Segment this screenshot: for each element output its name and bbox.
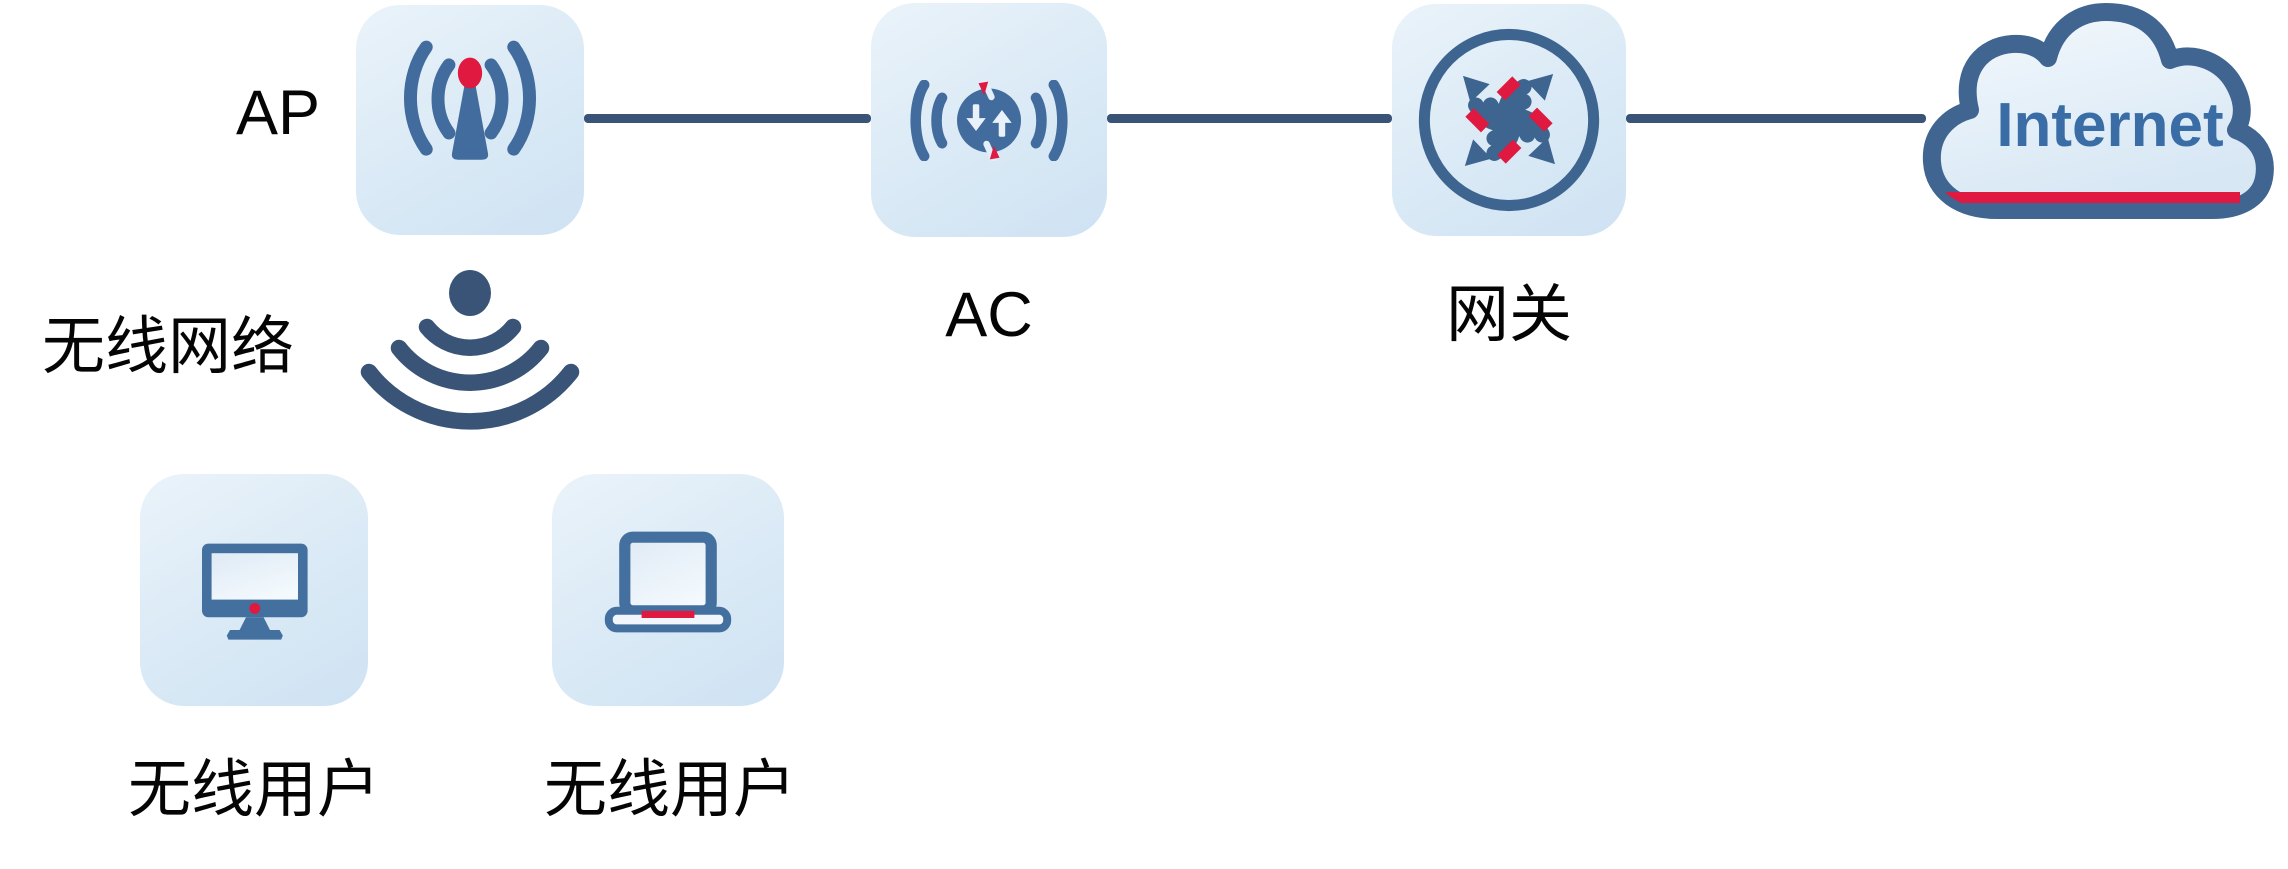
access-controller-sync-icon <box>910 79 1068 161</box>
ac-down-arrow-shaft <box>972 103 980 119</box>
ac-up-arrow-head <box>992 109 1012 123</box>
ac-up-arrow-shaft <box>998 121 1006 137</box>
wireless-user-label-2: 无线用户 <box>544 755 796 825</box>
wifi-broadcast-icon <box>360 270 580 430</box>
ac-tile <box>871 3 1107 237</box>
wifi-dot <box>449 270 491 316</box>
gateway-tile <box>1392 4 1626 236</box>
internet-cloud: Internet <box>1922 3 2274 219</box>
monitor-neck <box>239 617 270 630</box>
laptop-client-tile <box>552 474 784 706</box>
ap-label: AP <box>235 78 320 148</box>
laptop-red-stripe <box>641 610 695 618</box>
ap-inner-left-wave <box>431 58 456 140</box>
access-point-antenna-icon <box>404 40 536 160</box>
laptop-screen <box>619 531 717 617</box>
link-gateway-internet <box>1626 114 1926 123</box>
wifi-arc-large <box>360 363 580 430</box>
desktop-monitor-icon <box>202 543 308 640</box>
laptop-base <box>604 606 732 633</box>
ap-mast <box>451 85 489 160</box>
ac-red-accent-bottom <box>989 145 1000 159</box>
monitor-red-dot <box>249 602 261 614</box>
ap-red-dot <box>457 57 483 89</box>
wifi-arc-small <box>418 318 522 356</box>
router-arrows-icon <box>1418 28 1600 212</box>
link-ap-ac <box>584 114 871 123</box>
ap-inner-right-wave <box>484 58 509 140</box>
ac-down-arrow-head <box>966 117 986 131</box>
ac-red-accent-top <box>978 81 989 95</box>
wifi-arc-medium <box>390 339 550 391</box>
router-circle <box>1418 28 1600 212</box>
monitor-screen <box>211 553 298 600</box>
ac-label: AC <box>945 280 1033 350</box>
wireless-user-label-1: 无线用户 <box>128 755 380 825</box>
ac-outer-right-wave <box>1048 79 1068 161</box>
desktop-client-tile <box>140 474 368 706</box>
cloud-shape <box>1922 3 2274 219</box>
monitor-base <box>226 630 283 640</box>
ac-disc <box>957 88 1021 152</box>
gateway-label: 网关 <box>1446 280 1572 350</box>
ac-inner-right-wave <box>1030 92 1047 148</box>
ap-outer-right-wave <box>507 40 536 156</box>
wireless-network-label: 无线网络 <box>42 312 294 382</box>
link-ac-gateway <box>1107 114 1392 123</box>
laptop-icon <box>604 531 732 633</box>
ap-tile <box>356 5 584 235</box>
cloud-red-stripe <box>1936 192 2240 203</box>
ac-inner-left-wave <box>931 92 948 148</box>
ap-outer-left-wave <box>404 40 433 156</box>
ac-outer-left-wave <box>910 79 930 161</box>
internet-label: Internet <box>1996 91 2223 160</box>
